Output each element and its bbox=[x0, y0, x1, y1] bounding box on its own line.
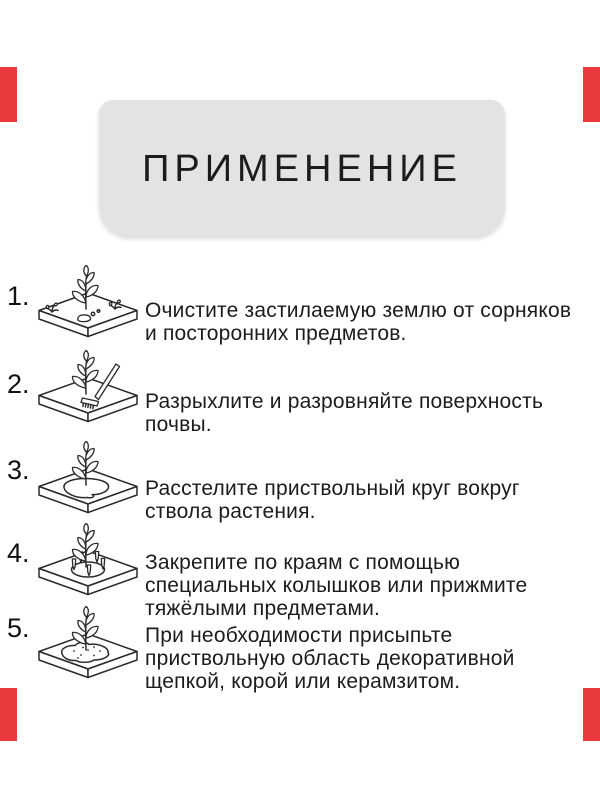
step-1-text: Очистите застилаемую землю от сорняков и… bbox=[145, 299, 575, 345]
step-2-line-2: почвы. bbox=[145, 413, 212, 436]
red-edge-accent-bottom-left bbox=[0, 688, 17, 741]
red-edge-accent-bottom-right bbox=[583, 688, 600, 741]
header-card: ПРИМЕНЕНИЕ bbox=[99, 100, 505, 236]
red-edge-accent-top-right bbox=[583, 67, 600, 122]
step-5-line-3: щепкой, корой или керамзитом. bbox=[145, 670, 461, 693]
step-1-number: 1. bbox=[7, 281, 30, 311]
step-5-number: 5. bbox=[7, 613, 30, 643]
plot-with-rake-icon bbox=[38, 349, 138, 423]
step-3-line-2: ствола растения. bbox=[145, 500, 316, 523]
step-3-number: 3. bbox=[7, 455, 30, 485]
step-5-line-1: При необходимости присыпьте bbox=[145, 624, 453, 647]
step-2-text: Разрыхлите и разровняйте поверхность поч… bbox=[145, 390, 575, 436]
step-4-text: Закрепите по краям с помощью специальных… bbox=[145, 551, 575, 620]
step-5-line-2: приствольную область декоративной bbox=[145, 647, 515, 670]
step-5-text: При необходимости присыпьте приствольную… bbox=[145, 624, 575, 693]
plot-with-trunk-circle-mat-icon bbox=[38, 440, 138, 514]
step-4-line-2: специальных колышков или прижмите bbox=[145, 574, 528, 597]
step-1-line-1: Очистите застилаемую землю от сорняков bbox=[145, 299, 572, 322]
plot-with-weeds-and-debris-icon bbox=[38, 264, 138, 338]
step-1-line-2: и посторонних предметов. bbox=[145, 322, 407, 345]
step-4-number: 4. bbox=[7, 538, 30, 568]
step-3-text: Расстелите приствольный круг вокруг ство… bbox=[145, 477, 575, 523]
step-4-line-3: тяжёлыми предметами. bbox=[145, 597, 381, 620]
step-4-line-1: Закрепите по краям с помощью bbox=[145, 551, 461, 574]
step-2-line-1: Разрыхлите и разровняйте поверхность bbox=[145, 390, 544, 413]
step-2-number: 2. bbox=[7, 369, 30, 399]
plot-with-fixing-pegs-icon bbox=[38, 522, 138, 596]
step-3-line-1: Расстелите приствольный круг вокруг bbox=[145, 477, 520, 500]
plot-with-decorative-mulch-icon bbox=[38, 605, 138, 679]
page-title: ПРИМЕНЕНИЕ bbox=[142, 147, 462, 190]
red-edge-accent-top-left bbox=[0, 67, 17, 122]
